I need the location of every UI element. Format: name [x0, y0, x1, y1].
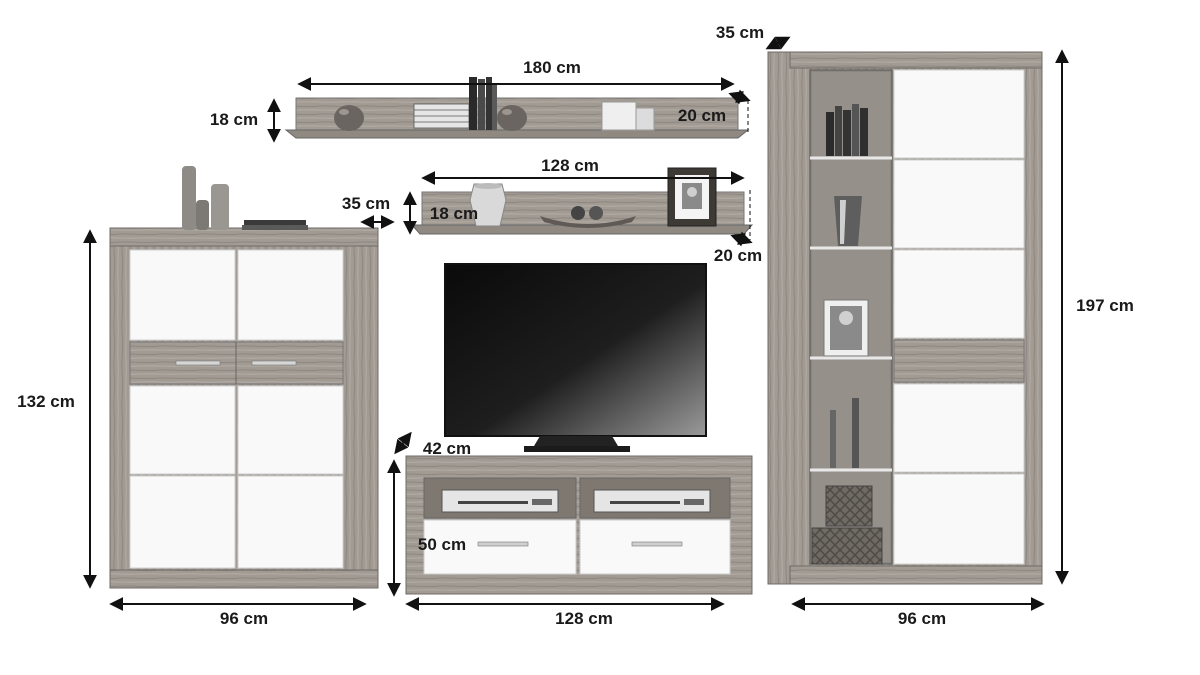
middle-shelf-width-label: 128 cm: [541, 156, 599, 175]
door-handle: [251, 360, 297, 366]
vitrine-height-label: 197 cm: [1076, 296, 1134, 315]
drawer-handle: [477, 541, 529, 547]
picture-frame-icon: [823, 299, 869, 357]
dvd-player-icon: [441, 489, 711, 513]
vitrine-depth-label: 35 cm: [716, 23, 764, 42]
vase-icon: [830, 398, 859, 468]
middle-shelf-depth-label: 20 cm: [714, 246, 762, 265]
books-icon: [242, 220, 308, 230]
dimension-labels: 180 cm 18 cm 20 cm 128 cm 18 cm 20 cm 35…: [17, 23, 1134, 628]
top-shelf-width-label: 180 cm: [523, 58, 581, 77]
books-icon: [826, 104, 868, 156]
highboard-depth-label: 35 cm: [342, 194, 390, 213]
highboard-height-label: 132 cm: [17, 392, 75, 411]
vase-icon: [834, 196, 862, 246]
books-icon: [413, 77, 497, 130]
tv-bench-height-label: 50 cm: [418, 535, 466, 554]
dimension-lines: [83, 36, 1069, 611]
highboard-width-label: 96 cm: [220, 609, 268, 628]
tv-bench-depth-label: 42 cm: [423, 439, 471, 458]
television-icon: [444, 263, 707, 452]
top-shelf-height-label: 18 cm: [210, 110, 258, 129]
basket-icon: [811, 485, 883, 565]
decor-bowl-icon: [540, 206, 636, 228]
picture-frame-icon: [667, 167, 717, 227]
tv-bench-width-label: 128 cm: [555, 609, 613, 628]
vitrine-cabinet: [767, 51, 1043, 585]
decor-bowl-icon: [334, 105, 527, 131]
picture-frame-icon: [601, 101, 655, 131]
middle-shelf-height-label: 18 cm: [430, 204, 478, 223]
top-shelf-depth-label: 20 cm: [678, 106, 726, 125]
candles-icon: [182, 166, 229, 230]
tv-bench: [405, 455, 753, 595]
vase-icon: [469, 183, 507, 227]
wall-shelf-top: [284, 77, 750, 139]
door-handle: [175, 360, 221, 366]
highboard-cabinet: [109, 166, 379, 589]
drawer-handle: [631, 541, 683, 547]
vitrine-width-label: 96 cm: [898, 609, 946, 628]
